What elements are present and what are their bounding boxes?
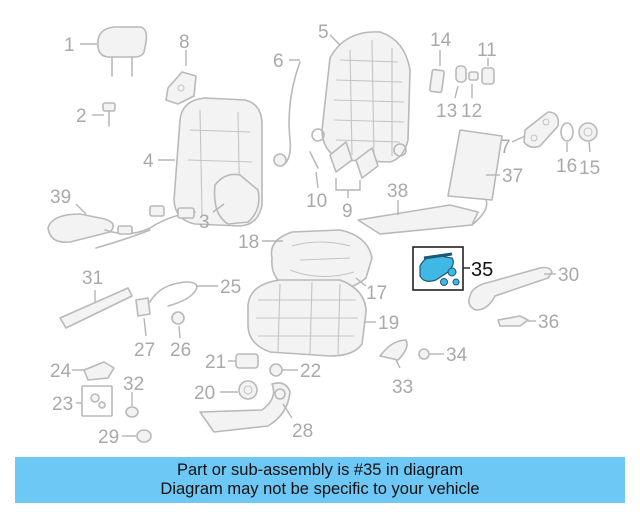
callout-2: 2 [76,106,87,127]
part-16-ring: 16 [556,122,577,177]
part-9-brackets: 9 [329,141,379,222]
part-13-button: 13 [436,65,467,122]
part-38-mat: 38 [357,181,488,235]
callout-17: 17 [366,283,387,304]
callout-35: 35 [471,259,493,281]
part-21-motor: 21 [205,352,259,373]
part-27-bracket: 27 [134,297,155,361]
callout-23: 23 [52,394,73,415]
banner-line-2: Diagram may not be specific to your vehi… [160,480,480,498]
callout-11: 11 [477,40,497,61]
part-23-kit: 23 [52,385,113,417]
callout-18: 18 [238,232,259,253]
part-37-back-panel: 37 [447,129,523,201]
callout-10: 10 [306,191,327,212]
part-8-bracket: 8 [165,32,197,105]
callout-34: 34 [446,345,468,366]
callout-37: 37 [502,166,523,187]
callout-31: 31 [82,268,103,289]
callout-7: 7 [500,137,511,158]
part-20-motor: 20 [194,380,258,404]
callout-12: 12 [461,101,482,122]
part-6-cable: 6 [273,51,301,167]
part-32-cap: 32 [123,374,144,418]
callout-21: 21 [205,352,226,373]
callout-30: 30 [558,265,579,286]
part-2-headrest-guide: 2 [76,102,116,127]
callout-20: 20 [194,383,215,404]
part-12-cap: 12 [461,71,482,122]
callout-8: 8 [179,32,190,53]
part-36-lever: 36 [497,312,559,333]
part-1-headrest: 1 [64,26,148,77]
callout-3: 3 [199,212,210,233]
part-22-gear: 22 [269,361,321,382]
part-18-cushion-cover: 18 [238,232,283,253]
part-10-pin: 10 [306,151,327,212]
part-7-hinge: 7 [500,111,560,158]
part-19-seat-frame: 19 [247,279,399,357]
callout-38: 38 [387,181,408,202]
callout-16: 16 [556,156,577,177]
part-3-lumbar: 3 [199,173,260,233]
callout-9: 9 [342,201,353,222]
part-14-clip: 14 [428,30,452,94]
part-35-highlighted: 35 [412,246,493,291]
callout-19: 19 [378,313,399,334]
callout-28: 28 [292,421,313,442]
callout-25: 25 [220,277,241,298]
banner-line-1: Part or sub-assembly is #35 in diagram [176,461,464,479]
part-5-seatback-frame: 5 [311,22,411,163]
callout-15: 15 [579,158,600,179]
part-34-knob: 34 [418,345,468,366]
part-31-trim: 31 [59,268,133,329]
part-25-cable: 25 [149,277,241,307]
info-banner: Part or sub-assembly is #35 in diagram D… [15,457,625,503]
callout-27: 27 [134,340,155,361]
callout-32: 32 [123,374,144,395]
part-30-rail-cover: 30 [468,265,579,311]
part-15-knob: 15 [578,122,600,179]
seat-parts-diagram: 1 2 4 3 8 6 [47,22,600,448]
part-11-knob: 11 [477,40,497,85]
part-28-side-trim: 28 [199,382,313,442]
callout-13: 13 [436,101,457,122]
part-29-plug: 29 [98,427,152,448]
part-39-wiring: 39 [47,187,196,249]
callout-4: 4 [143,151,154,172]
callout-33: 33 [392,377,413,398]
callout-24: 24 [50,361,72,382]
callout-5: 5 [318,22,329,43]
part-24-bracket: 24 [50,361,115,382]
callout-6: 6 [273,51,284,72]
callout-1: 1 [64,35,75,56]
part-33-lever: 33 [379,339,413,398]
callout-36: 36 [538,312,559,333]
callout-22: 22 [300,361,321,382]
callout-26: 26 [170,340,191,361]
callout-29: 29 [98,427,119,448]
callout-39: 39 [50,187,71,208]
callout-14: 14 [430,30,452,51]
part-26-clip: 26 [170,311,191,361]
